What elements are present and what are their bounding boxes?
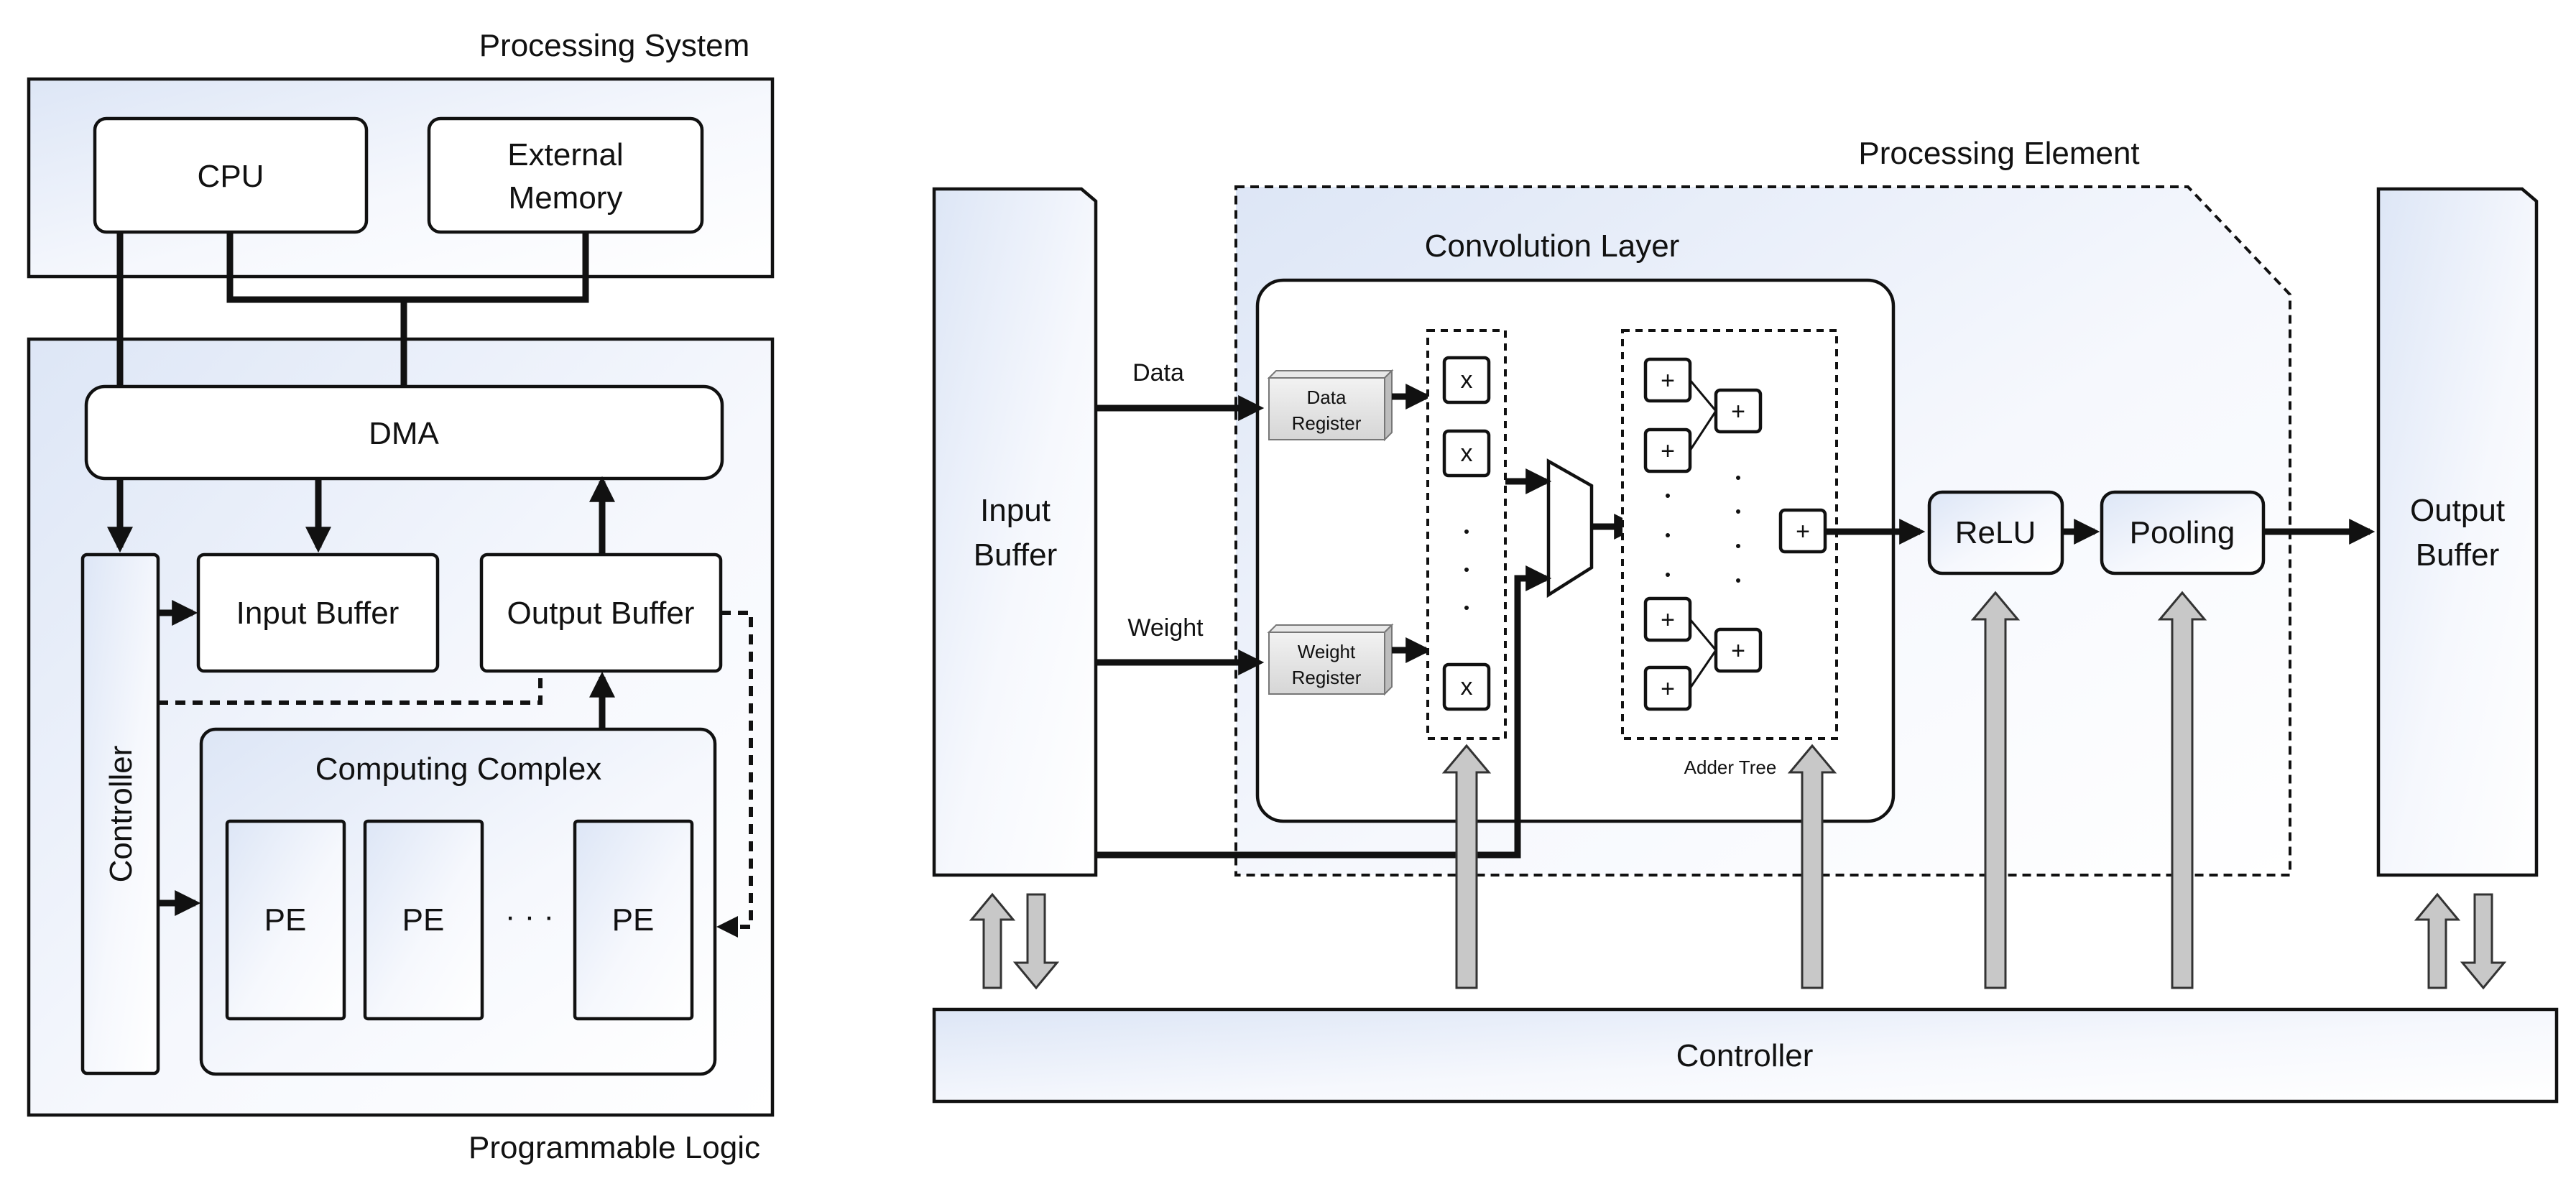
multiplexer bbox=[1546, 458, 1594, 598]
programmable-logic-label: Programmable Logic bbox=[468, 1130, 760, 1165]
multiplier-symbol-2: x bbox=[1461, 440, 1473, 467]
data-register: Data Register bbox=[1267, 369, 1394, 442]
adder-b2: + bbox=[1714, 627, 1763, 673]
weight-register: Weight Register bbox=[1267, 623, 1394, 696]
dma-label: DMA bbox=[369, 416, 439, 451]
pe-box-1 bbox=[225, 819, 346, 1021]
left-output-buffer-label: Output Buffer bbox=[507, 596, 695, 631]
controller-to-output-buffer-dashed bbox=[158, 671, 543, 705]
weight-register-label-1: Weight bbox=[1298, 641, 1356, 662]
pe-box-2 bbox=[363, 819, 484, 1021]
adder-symbol-b1: + bbox=[1731, 398, 1745, 425]
right-controller-label: Controller bbox=[1676, 1038, 1814, 1073]
adder-symbol-a4: + bbox=[1661, 675, 1675, 703]
right-input-buffer-box bbox=[932, 187, 1098, 877]
computing-complex-label: Computing Complex bbox=[315, 751, 602, 787]
control-arrow-relu bbox=[1970, 591, 2021, 989]
adder-final: + bbox=[1778, 508, 1827, 554]
right-output-buffer-label-2: Buffer bbox=[2416, 537, 2500, 573]
convolution-layer-label: Convolution Layer bbox=[1425, 228, 1680, 264]
output-buffer-down-arrow bbox=[2460, 893, 2507, 990]
adder-a4: + bbox=[1643, 665, 1692, 711]
multiplier-column-dots bbox=[1464, 529, 1469, 610]
input-buffer-up-arrow bbox=[969, 892, 1016, 989]
left-input-buffer-box bbox=[196, 552, 440, 673]
pe-label-3: PE bbox=[612, 902, 655, 938]
pe-label-2: PE bbox=[402, 902, 445, 938]
right-panel: Processing Element Input Buffer Output B… bbox=[932, 136, 2559, 1104]
pooling-label: Pooling bbox=[2130, 515, 2235, 550]
multiplier-2: x bbox=[1442, 429, 1491, 478]
input-buffer-bypass-to-mux bbox=[1096, 565, 1552, 859]
data-register-label-1: Data bbox=[1307, 387, 1347, 408]
adder-a1: + bbox=[1643, 357, 1692, 403]
adder-symbol-a1: + bbox=[1661, 367, 1675, 394]
multiplier-1: x bbox=[1442, 356, 1491, 404]
data-register-label-2: Register bbox=[1292, 412, 1362, 434]
adder-tree-label: Adder Tree bbox=[1684, 757, 1777, 778]
weight-register-label-2: Register bbox=[1292, 667, 1362, 688]
right-controller-box bbox=[932, 1007, 2559, 1104]
dma-box bbox=[84, 384, 724, 481]
weight-label: Weight bbox=[1127, 614, 1204, 642]
left-panel: Processing System CPU External Memory Pr… bbox=[27, 28, 775, 1165]
adder-a3: + bbox=[1643, 596, 1692, 642]
processing-system-label: Processing System bbox=[479, 28, 750, 63]
control-arrow-pooling bbox=[2157, 591, 2207, 989]
adder-a2: + bbox=[1643, 427, 1692, 473]
adder-tree-dots bbox=[1666, 476, 1740, 583]
data-label: Data bbox=[1132, 359, 1184, 387]
external-memory-label-1: External bbox=[507, 137, 623, 172]
left-input-buffer-label: Input Buffer bbox=[236, 596, 400, 631]
right-output-buffer-label-1: Output bbox=[2410, 493, 2505, 528]
adder-symbol-b2: + bbox=[1731, 637, 1745, 665]
cpu-label: CPU bbox=[198, 159, 264, 194]
processing-element-label: Processing Element bbox=[1858, 136, 2139, 171]
left-controller-label: Controller bbox=[103, 746, 139, 883]
adder-tree-links bbox=[1689, 379, 1717, 689]
external-memory-box bbox=[427, 116, 704, 234]
pe-ellipsis: · · · bbox=[505, 899, 554, 934]
pe-box-3 bbox=[573, 819, 694, 1021]
external-memory-label-2: Memory bbox=[509, 180, 623, 216]
adder-b1: + bbox=[1714, 388, 1763, 434]
right-input-buffer-label-2: Buffer bbox=[974, 537, 1058, 573]
multiplier-symbol-3: x bbox=[1461, 673, 1473, 700]
control-arrow-adder-tree bbox=[1787, 744, 1837, 989]
input-buffer-down-arrow bbox=[1012, 893, 1060, 990]
adder-symbol-a2: + bbox=[1661, 438, 1675, 465]
relu-label: ReLU bbox=[1955, 515, 2036, 550]
multiplier-symbol-1: x bbox=[1461, 366, 1473, 394]
adder-symbol-final: + bbox=[1796, 518, 1810, 545]
multiplier-3: x bbox=[1442, 662, 1491, 711]
right-output-buffer-box bbox=[2376, 187, 2539, 877]
right-input-buffer-label-1: Input bbox=[980, 493, 1051, 528]
pe-label-1: PE bbox=[264, 902, 307, 938]
control-arrow-multipliers bbox=[1441, 744, 1492, 989]
memory-bus-link bbox=[226, 232, 589, 388]
adder-symbol-a3: + bbox=[1661, 606, 1675, 634]
left-controller-box bbox=[80, 552, 160, 1076]
output-buffer-up-arrow bbox=[2414, 892, 2461, 989]
